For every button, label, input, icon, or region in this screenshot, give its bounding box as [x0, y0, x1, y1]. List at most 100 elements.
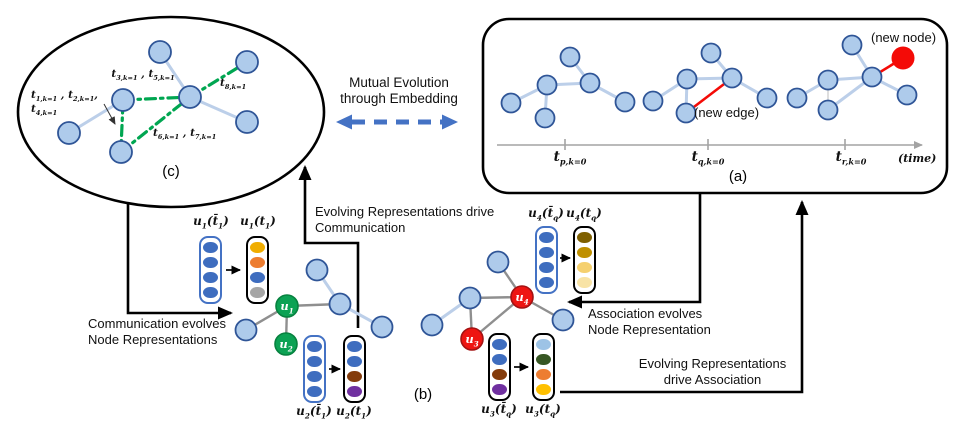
- vector-box-u4-after: [573, 226, 596, 294]
- panel-a-snapshot1: [500, 46, 636, 129]
- vector-box-u1-before: [199, 236, 222, 304]
- drive-communication-arrow: [298, 165, 360, 328]
- graph-node: [536, 74, 558, 96]
- graph-node: [642, 90, 664, 112]
- graph-node: [817, 99, 839, 121]
- embedding-dot: [250, 241, 265, 254]
- vec-label-u3-after: u3(tq): [525, 402, 561, 419]
- association-evolves-arrow: [567, 194, 702, 309]
- communication-evolves-arrow: [126, 202, 233, 320]
- caption-line: Communication evolves: [88, 316, 227, 331]
- graph-node: [458, 286, 482, 310]
- axis-tick-label-q: tq,k=0: [691, 149, 725, 167]
- vector-box-u2-after: [343, 335, 366, 403]
- node-u2-label: u2: [279, 337, 293, 354]
- embedding-dot: [536, 353, 551, 366]
- label-pointer-arrow: [103, 103, 116, 125]
- embedding-dot: [203, 271, 218, 284]
- caption-line: Association evolves: [588, 306, 703, 321]
- graph-node: [370, 315, 394, 339]
- graph-node: [700, 42, 722, 64]
- embedding-dot: [492, 353, 507, 366]
- c-edge-label-left-1: t1,k=1 , t2,k=1,: [31, 89, 98, 104]
- embedding-dot: [536, 383, 551, 396]
- drive-association-arrow: [560, 200, 809, 394]
- drive-association-caption: Evolving Representations drive Associati…: [630, 356, 795, 387]
- graph-node: [786, 87, 808, 109]
- vector-box-u1-after: [246, 236, 269, 304]
- graph-node: [534, 107, 556, 129]
- c-edge-label-left-2: t4,k=1: [31, 103, 58, 118]
- embedding-dot: [539, 261, 554, 274]
- embedding-dot: [492, 338, 507, 351]
- drive-communication-caption: Evolving Representations drive Communica…: [315, 204, 494, 235]
- graph-node: [676, 68, 698, 90]
- flow-arrows: [126, 165, 809, 394]
- embedding-dot: [347, 355, 362, 368]
- association-evolves-caption: Association evolves Node Representation: [588, 306, 711, 337]
- panel-b-label: (b): [413, 386, 433, 403]
- node-u1: [275, 294, 299, 318]
- axis-tick-label-r: tr,k=0: [835, 149, 867, 167]
- arrowhead-left: [336, 114, 352, 130]
- vec-label-u4-before: u4(t̄q): [528, 206, 564, 223]
- graph-node: [486, 250, 510, 274]
- embedding-dot: [577, 261, 592, 274]
- new-node: [891, 46, 915, 70]
- embedding-dot: [250, 256, 265, 269]
- graph-node: [111, 88, 135, 112]
- panel-a-snapshot2: [642, 42, 778, 124]
- new-node-caption: (new node): [871, 30, 937, 45]
- vec-label-u1-before: u1(t̄1): [193, 214, 229, 231]
- caption-line: Evolving Representations: [638, 356, 787, 371]
- embedding-dot: [203, 256, 218, 269]
- caption-line: Node Representations: [88, 331, 218, 347]
- graph-node: [896, 84, 918, 106]
- mutual-evolution-line2: through Embedding: [340, 90, 458, 106]
- embedding-dot: [536, 338, 551, 351]
- embedding-dot: [577, 246, 592, 259]
- node-u3-label: u3: [465, 332, 479, 349]
- c-edge-label-bottom: t6,k=1 , t7,k=1: [153, 127, 217, 142]
- vec-label-u4-after: u4(tq): [566, 206, 602, 223]
- vector-box-u2-before: [303, 335, 326, 403]
- embedding-dot: [307, 370, 322, 383]
- graph-node: [148, 40, 172, 64]
- graph-node: [579, 72, 601, 94]
- graph-node: [178, 85, 202, 109]
- graph-node: [235, 50, 259, 74]
- panel-a-label: (a): [728, 168, 748, 185]
- node-u2: [274, 332, 298, 356]
- panel-a-snapshot3: [786, 34, 918, 121]
- embedding-dot: [492, 368, 507, 381]
- graph-node: [675, 102, 697, 124]
- vector-box-u3-before: [488, 333, 511, 401]
- embedding-dot: [203, 286, 218, 299]
- graph-node: [328, 292, 352, 316]
- panel-c-nodes: [57, 40, 259, 164]
- embedding-dot: [347, 370, 362, 383]
- embedding-dot: [492, 383, 507, 396]
- c-edge-label-right: t8,k=1: [220, 77, 247, 92]
- vec-label-u1-after: u1(t1): [240, 214, 276, 231]
- graph-node: [305, 258, 329, 282]
- graph-node: [559, 46, 581, 68]
- embedding-dot: [539, 246, 554, 259]
- panel-c-label: (c): [162, 163, 180, 180]
- panel-b-right-graph: [420, 250, 575, 351]
- panel-a-box: [481, 17, 949, 195]
- caption-line: drive Association: [663, 371, 762, 387]
- embedding-dot: [577, 231, 592, 244]
- axis-tick-label-p: tp,k=0: [553, 149, 587, 167]
- graph-node: [500, 92, 522, 114]
- c-edge-label-top: t3,k=1 , t5,k=1: [111, 68, 175, 83]
- node-u4: [510, 285, 534, 309]
- embedding-dot: [347, 385, 362, 398]
- vector-box-u3-after: [532, 333, 555, 401]
- mutual-evolution-caption: Mutual Evolution through Embedding: [335, 75, 463, 106]
- graph-node: [756, 87, 778, 109]
- node-u1-label: u1: [280, 299, 294, 316]
- communication-edge: [119, 95, 192, 154]
- embedding-dot: [539, 231, 554, 244]
